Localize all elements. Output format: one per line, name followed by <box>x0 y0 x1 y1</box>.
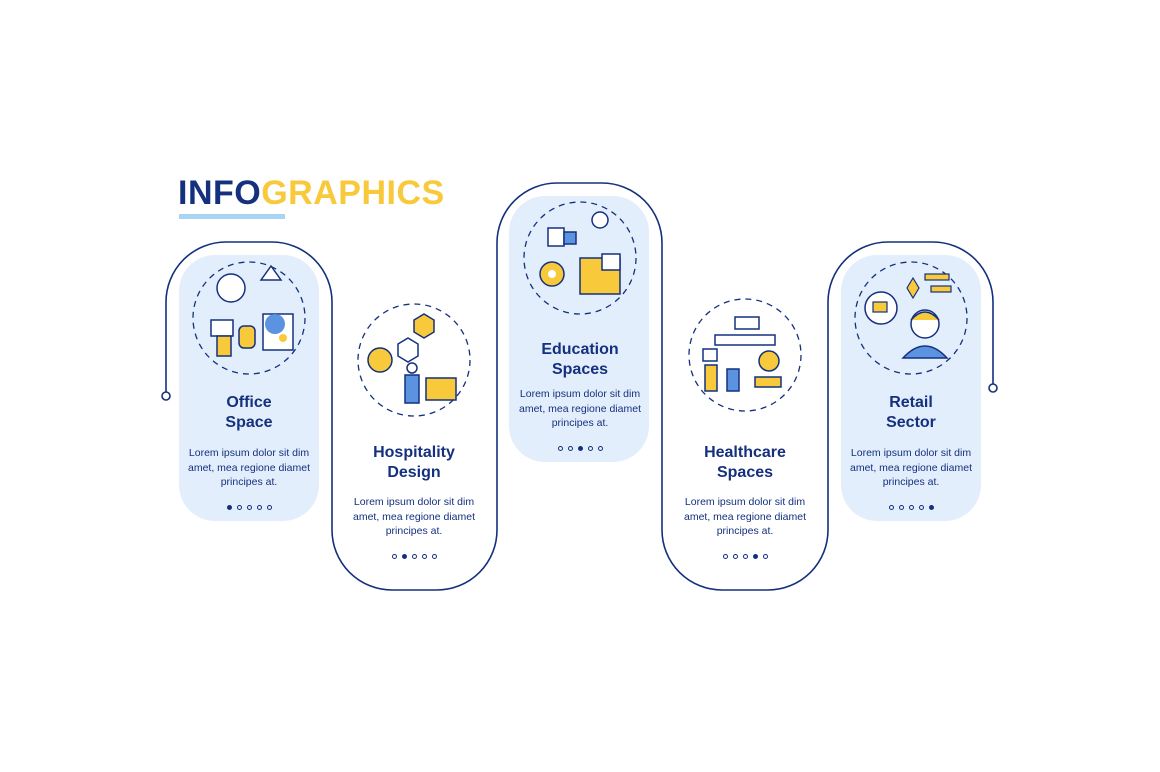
page-dot <box>421 554 427 559</box>
card-title-line-1: Education <box>541 341 619 358</box>
start-node-icon <box>161 391 171 401</box>
page-dot <box>226 505 232 510</box>
page-dot <box>762 554 768 559</box>
hospital-icon <box>685 295 805 415</box>
page-dot <box>918 505 924 510</box>
card-title-line-1: Retail <box>889 394 933 411</box>
hotel-reception-icon <box>354 300 474 420</box>
page-dot <box>567 446 573 451</box>
page-dot <box>742 554 748 559</box>
pagination-dots <box>169 505 329 510</box>
infographic-title: INFOGRAPHICS <box>178 174 445 213</box>
page-dot <box>888 505 894 510</box>
card-title-line-2: Design <box>387 464 441 481</box>
card-1-background <box>179 255 319 521</box>
page-dot <box>898 505 904 510</box>
card-title-line-1: Office <box>226 394 272 411</box>
card-title-line-1: Healthcare <box>704 444 786 461</box>
card-title-line-2: Sector <box>886 414 936 431</box>
page-dot <box>732 554 738 559</box>
page-dot <box>908 505 914 510</box>
card-3-background <box>509 196 649 462</box>
pagination-dots <box>334 554 494 559</box>
page-dot <box>411 554 417 559</box>
page-dot <box>236 505 242 510</box>
page-dot <box>431 554 437 559</box>
card-body: Lorem ipsum dolor sit dim amet, mea regi… <box>684 496 806 537</box>
title-underline <box>179 214 285 219</box>
page-dot <box>577 446 583 451</box>
page-dot <box>256 505 262 510</box>
page-dot <box>597 446 603 451</box>
office-plants-icon <box>189 258 309 378</box>
page-dot <box>752 554 758 559</box>
card-body: Lorem ipsum dolor sit dim amet, mea regi… <box>850 447 972 488</box>
title-part-1: INFO <box>178 174 262 212</box>
card-title-line-2: Spaces <box>551 361 609 378</box>
title-part-2: GRAPHICS <box>261 174 445 212</box>
classroom-icon <box>520 198 640 318</box>
pagination-dots <box>831 505 991 510</box>
card-title-line-2: Space <box>225 414 273 431</box>
pagination-dots <box>500 446 660 451</box>
card-body: Lorem ipsum dolor sit dim amet, mea regi… <box>519 388 641 429</box>
card-title-line-2: Spaces <box>716 464 774 481</box>
page-dot <box>266 505 272 510</box>
page-dot <box>928 505 934 510</box>
card-5-background <box>841 255 981 521</box>
card-body: Lorem ipsum dolor sit dim amet, mea regi… <box>188 447 310 488</box>
shopping-icon <box>851 258 971 378</box>
pagination-dots <box>665 554 825 559</box>
page-dot <box>401 554 407 559</box>
page-dot <box>391 554 397 559</box>
page-dot <box>246 505 252 510</box>
end-node-icon <box>988 383 998 393</box>
page-dot <box>557 446 563 451</box>
page-dot <box>722 554 728 559</box>
card-title-line-1: Hospitality <box>373 444 455 461</box>
page-dot <box>587 446 593 451</box>
card-body: Lorem ipsum dolor sit dim amet, mea regi… <box>353 496 475 537</box>
